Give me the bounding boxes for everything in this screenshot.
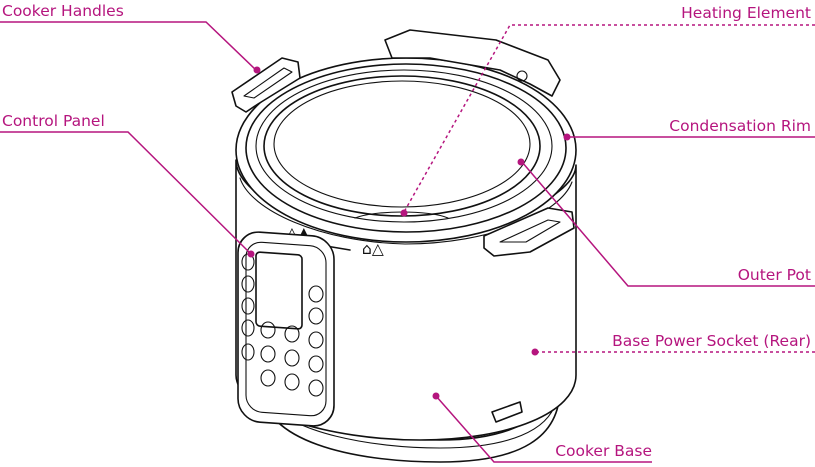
panel-button	[308, 307, 324, 325]
inner-rim-ellipse	[255, 69, 553, 223]
control-panel-bezel	[245, 241, 327, 417]
callout-labels: Cooker Handles Heating Element Control P…	[2, 2, 811, 460]
panel-button	[308, 355, 324, 373]
callout-dot-outer-pot	[517, 158, 525, 166]
panel-button	[308, 285, 324, 303]
rear-bracket-screw	[516, 70, 528, 82]
panel-button	[260, 369, 276, 387]
condensation-rim-ellipse	[245, 63, 567, 233]
callout-line-cooker-base	[435, 395, 652, 463]
callout-dot-cooker-handles	[253, 66, 261, 74]
panel-button	[284, 325, 300, 343]
callout-dot-condensation-rim	[563, 133, 571, 141]
callout-dot-base-power-socket	[531, 348, 539, 356]
panel-button	[308, 379, 324, 397]
right-handle	[483, 207, 575, 257]
callout-line-control-panel	[0, 131, 252, 255]
unlock-icon: ⌂△	[362, 240, 384, 258]
label-control-panel: Control Panel	[2, 112, 105, 130]
callout-dot-cooker-base	[432, 392, 440, 400]
control-panel-buttons	[241, 253, 324, 397]
rear-socket-tab	[491, 401, 523, 423]
callout-dot-control-panel	[247, 250, 255, 258]
panel-button	[308, 331, 324, 349]
label-outer-pot: Outer Pot	[738, 266, 811, 284]
control-panel-display	[255, 251, 303, 330]
left-handle-inner	[243, 67, 293, 99]
inner-pot-lip	[273, 80, 531, 208]
rear-bracket	[384, 29, 561, 97]
label-base-power-socket: Base Power Socket (Rear)	[612, 332, 811, 350]
callout-line-cooker-handles	[0, 21, 257, 71]
label-cooker-handles: Cooker Handles	[2, 2, 124, 20]
panel-button	[260, 345, 276, 363]
panel-button	[241, 275, 255, 293]
callout-dot-heating-element	[400, 209, 408, 217]
panel-button	[284, 349, 300, 367]
cooker-illustration: △▲ ⌂△	[231, 29, 577, 463]
panel-button	[260, 321, 276, 339]
left-handle	[231, 57, 301, 113]
callout-lines	[0, 21, 815, 463]
panel-button	[284, 373, 300, 391]
panel-button	[241, 297, 255, 315]
callout-line-outer-pot	[521, 161, 815, 287]
label-heating-element: Heating Element	[681, 4, 811, 22]
right-handle-inner	[499, 219, 561, 243]
label-cooker-base: Cooker Base	[555, 442, 652, 460]
panel-button	[241, 319, 255, 337]
label-condensation-rim: Condensation Rim	[669, 117, 811, 135]
panel-button	[241, 343, 255, 361]
inner-pot-opening	[263, 75, 541, 217]
